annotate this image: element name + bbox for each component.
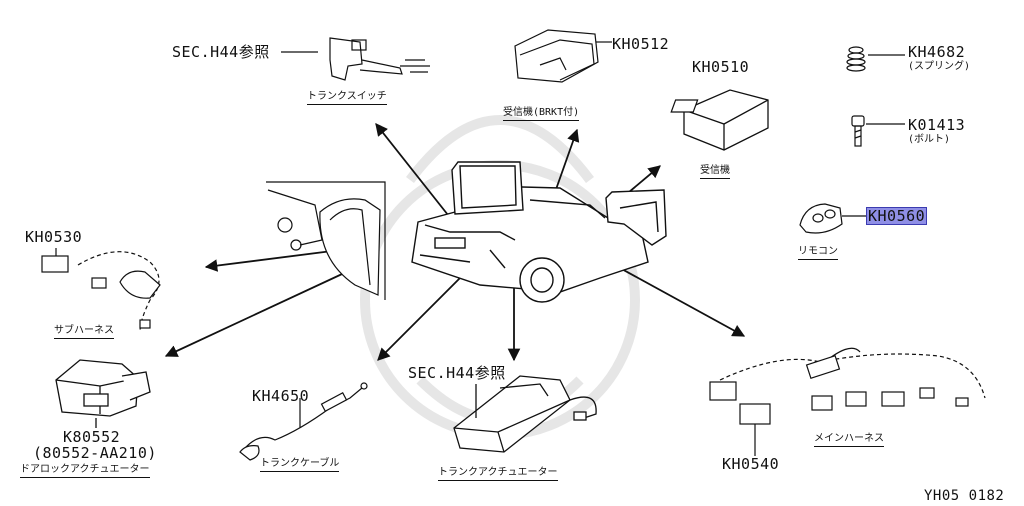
door-lock-actuator-part [55,359,151,428]
receiver-brkt-label: 受信機(BRKT付) [503,107,580,121]
receiver-brkt-part [514,29,612,83]
footer-diagram-code: YH05 0182 [924,488,1005,504]
arrow-trunk-switch [375,123,449,216]
part-number-k01413: K01413 [908,116,966,134]
part-number-kh0510: KH0510 [692,58,750,76]
part-number-k80552: K80552 [63,428,121,446]
sub-harness-label: サブハーネス [54,325,114,339]
part-number-kh0530: KH0530 [25,228,83,246]
part-number-kh4682: KH4682 [908,43,966,61]
part-number-kh0512: KH0512 [612,35,670,53]
bolt-part [851,115,905,147]
receiver-part [670,89,769,151]
bolt-label: (ボルト) [908,134,951,145]
door-interior-illustration [266,181,386,300]
part-number-kh0540: KH0540 [722,455,780,473]
arrow-trunk-cable [377,267,471,361]
trunk-cable-label: トランクケーブル [260,458,340,472]
remote-control-label: リモコン [798,246,838,260]
arrow-door-lock-actuator [164,267,356,357]
spring-part [846,46,905,72]
car-illustration [411,161,667,303]
ref-sec-label-bottom: SEC.H44参照 [408,364,506,382]
door-lock-actuator-label: ドアロックアクチュエーター [20,464,150,478]
trunk-switch-part [281,37,430,81]
trunk-cable-part [239,382,368,461]
trunk-actuator-part [453,375,597,453]
sub-harness-part [41,248,161,333]
part-number-kh4650: KH4650 [252,387,310,405]
remote-control-part [799,203,866,234]
part-number-kh0560: KH0560 [865,207,928,225]
part-number-80552-aa210: (80552-AA210) [33,444,157,462]
trunk-actuator-label: トランクアクチュエーター [438,467,558,481]
spring-label: (スプリング) [908,61,971,72]
trunk-switch-label: トランクスイッチ [307,91,387,105]
main-harness-part [709,347,986,456]
ref-sec-label-top: SEC.H44参照 [172,43,270,61]
main-harness-label: メインハーネス [814,433,884,447]
arrow-sub-harness [204,249,341,272]
receiver-label: 受信機 [700,165,730,179]
